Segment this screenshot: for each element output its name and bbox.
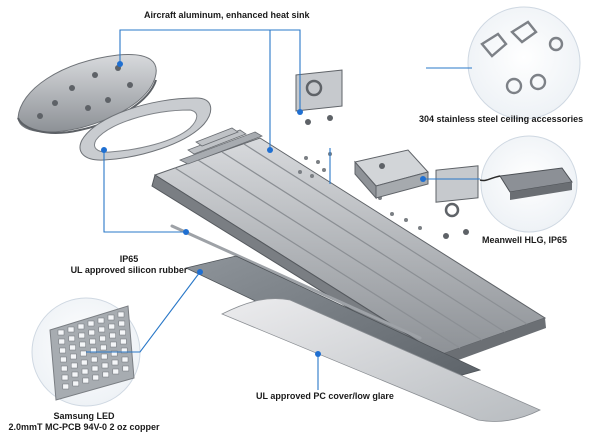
callout-line-led xyxy=(86,271,201,353)
led-chip xyxy=(70,362,78,369)
led-chip xyxy=(88,329,96,336)
led-chip xyxy=(100,353,108,360)
pc-cover xyxy=(221,298,541,422)
cover-label: UL approved PC cover/low glare xyxy=(256,391,394,401)
accessories-label: 304 stainless steel ceiling accessories xyxy=(419,114,584,124)
driver-box xyxy=(354,149,429,200)
callout-dot xyxy=(297,109,303,115)
led-chip xyxy=(119,329,126,336)
led-chip xyxy=(109,332,116,339)
callout-dot xyxy=(420,176,426,182)
led-chip xyxy=(100,344,107,351)
led-chip xyxy=(102,371,110,378)
led-chip xyxy=(87,320,95,327)
callout-dot xyxy=(267,147,273,153)
led-chip xyxy=(111,359,119,366)
led-chip xyxy=(107,314,115,321)
callout-dot xyxy=(315,351,321,357)
led-chip xyxy=(77,323,85,330)
led-chip xyxy=(60,365,68,372)
led-chip xyxy=(78,332,86,339)
mounting-bracket xyxy=(295,69,343,125)
driver-inset xyxy=(479,135,578,233)
led-chip xyxy=(67,326,75,333)
led-chip xyxy=(58,338,66,345)
led-chip xyxy=(97,317,105,324)
callout-line-heat-sink-cap xyxy=(119,29,301,112)
led-chip xyxy=(120,338,127,345)
heat-sink-label: Aircraft aluminum, enhanced heat sink xyxy=(144,10,310,20)
led-chip xyxy=(99,335,106,342)
led-chip xyxy=(60,356,67,363)
callout-dots xyxy=(101,61,426,357)
led-chip xyxy=(81,368,89,375)
callout-dot xyxy=(117,61,123,67)
led-chip xyxy=(71,371,79,378)
led-chip xyxy=(72,380,80,387)
led-chip xyxy=(120,347,128,354)
led-chip xyxy=(101,362,109,369)
led-chip xyxy=(110,341,117,348)
callout-dot xyxy=(101,147,107,153)
led-chip xyxy=(69,344,76,351)
led-chip xyxy=(61,374,69,381)
led-chip xyxy=(98,326,106,333)
led-chip xyxy=(91,365,99,372)
led-chip xyxy=(57,329,65,336)
led-chip xyxy=(90,347,97,354)
seal-label-line2: UL approved silicon rubber xyxy=(70,265,188,275)
led-chip xyxy=(118,320,126,327)
silicon-seal-strip xyxy=(170,224,422,340)
led-chip xyxy=(62,383,70,390)
led-chip xyxy=(59,347,66,354)
led-chip xyxy=(92,374,100,381)
seal-label-line1: IP65 xyxy=(119,254,139,264)
callout-lines xyxy=(86,29,480,390)
led-chip xyxy=(80,350,87,357)
mounting-bracket-2 xyxy=(435,165,479,239)
led-chip xyxy=(122,365,130,372)
led-chip xyxy=(89,338,96,345)
led-chip xyxy=(112,368,120,375)
led-chip xyxy=(110,350,118,357)
end-cap xyxy=(17,53,157,134)
callout-dot xyxy=(183,229,189,235)
callout-dot xyxy=(197,269,203,275)
led-chip xyxy=(117,311,125,318)
led-chip xyxy=(70,353,77,360)
led-label-line2: 2.0mmT MC-PCB 94V-0 2 oz copper xyxy=(8,422,160,432)
led-label-line1: Samsung LED xyxy=(53,411,115,421)
led-chip xyxy=(68,335,76,342)
accessories-inset xyxy=(467,6,581,120)
led-chip xyxy=(79,341,86,348)
callout-line-seal xyxy=(103,150,186,233)
driver-label: Meanwell HLG, IP65 xyxy=(482,235,568,245)
led-chip xyxy=(82,377,90,384)
led-chip xyxy=(90,356,98,363)
led-chip xyxy=(121,356,129,363)
led-chip xyxy=(108,323,116,330)
led-chip xyxy=(80,359,88,366)
